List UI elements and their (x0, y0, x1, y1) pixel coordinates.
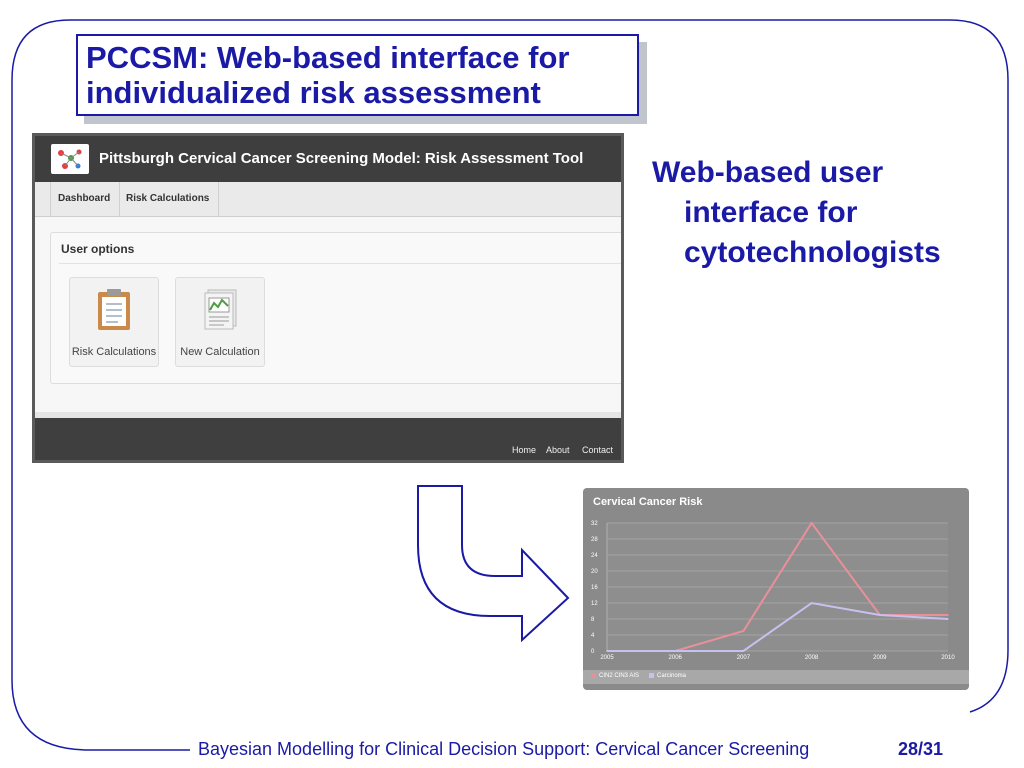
legend-item: Carcinoma (649, 673, 686, 679)
user-options-panel: User options Risk Calculations (50, 232, 621, 384)
y-tick-label: 8 (591, 617, 595, 623)
bullet-line2: interface for (684, 196, 858, 229)
x-tick-label: 2007 (737, 655, 751, 661)
bullet-line1: Web-based user (652, 156, 884, 189)
app-nav: Dashboard Risk Calculations (35, 182, 621, 217)
footer-strip (35, 412, 621, 418)
y-tick-label: 28 (591, 537, 598, 543)
slide-title-line2: individualized risk assessment (86, 75, 541, 110)
arrow-icon (417, 485, 570, 643)
y-tick-label: 24 (591, 553, 598, 559)
slide-title-box: PCCSM: Web-based interface for individua… (76, 34, 639, 116)
legend-item: CIN2 CIN3 AIS (591, 673, 639, 679)
y-tick-label: 12 (591, 601, 598, 607)
nav-dashboard[interactable]: Dashboard (58, 193, 111, 204)
app-logo-icon (51, 144, 89, 174)
app-title: Pittsburgh Cervical Cancer Screening Mod… (99, 150, 584, 167)
nav-divider (218, 182, 219, 216)
y-tick-label: 4 (591, 633, 595, 639)
new-calculation-label: New Calculation (180, 346, 260, 358)
nav-risk-calculations[interactable]: Risk Calculations (126, 193, 210, 204)
chart-document-icon (204, 289, 237, 330)
bullet-text: Web-based user interface for cytotechnol… (652, 153, 992, 273)
new-calculation-button[interactable]: New Calculation (175, 277, 265, 367)
nav-divider (119, 182, 120, 216)
x-tick-label: 2010 (941, 655, 955, 661)
footer-link-contact[interactable]: Contact (582, 445, 614, 455)
page-total: 31 (923, 739, 944, 759)
data-point (742, 630, 745, 632)
clipboard-icon (98, 289, 130, 330)
panel-title: User options (61, 242, 135, 256)
slide-title-line1: PCCSM: Web-based interface for (86, 40, 570, 75)
x-tick-label: 2009 (873, 655, 887, 661)
y-tick-label: 0 (591, 649, 595, 655)
data-point (674, 650, 676, 652)
data-point (947, 618, 949, 620)
panel-divider (59, 263, 621, 264)
app-header: Pittsburgh Cervical Cancer Screening Mod… (35, 136, 621, 182)
legend-label: Carcinoma (657, 673, 687, 680)
bullet-line3: cytotechnologists (684, 236, 941, 269)
page-current: 28 (898, 739, 919, 759)
app-footer: Home About Contact (35, 418, 621, 460)
legend-label: CIN2 CIN3 AIS (599, 673, 640, 680)
nav-divider (50, 182, 51, 216)
data-point (742, 650, 745, 652)
chart-plot: 0 4 8 12 16 20 24 28 32 2005 2006 2007 2008 2009 2010 (591, 521, 955, 661)
legend-swatch (649, 673, 654, 678)
x-tick-label: 2008 (805, 655, 819, 661)
risk-calculations-label: Risk Calculations (71, 346, 157, 358)
page-number: 28/31 (898, 739, 944, 759)
data-point (879, 614, 881, 616)
risk-calculations-button[interactable]: Risk Calculations (69, 277, 159, 367)
x-tick-label: 2005 (600, 655, 614, 661)
y-tick-label: 20 (591, 569, 598, 575)
risk-chart: Cervical Cancer Risk 0 4 8 12 16 20 24 28 32 2005… (583, 488, 969, 690)
legend-swatch (591, 673, 596, 678)
footer-link-home[interactable]: Home (512, 445, 537, 455)
chart-title: Cervical Cancer Risk (593, 496, 703, 508)
data-point (810, 602, 813, 604)
slide-footer: Bayesian Modelling for Clinical Decision… (198, 739, 810, 759)
x-tick-label: 2006 (669, 655, 683, 661)
data-point (947, 614, 949, 616)
data-point (810, 522, 813, 524)
app-screenshot: Pittsburgh Cervical Cancer Screening Mod… (32, 133, 624, 463)
data-point (606, 650, 608, 652)
y-tick-label: 32 (591, 521, 598, 527)
chart-legend: CIN2 CIN3 AIS Carcinoma (583, 670, 969, 684)
series-line (607, 601, 949, 652)
y-tick-label: 16 (591, 585, 598, 591)
footer-link-about[interactable]: About (546, 445, 570, 455)
